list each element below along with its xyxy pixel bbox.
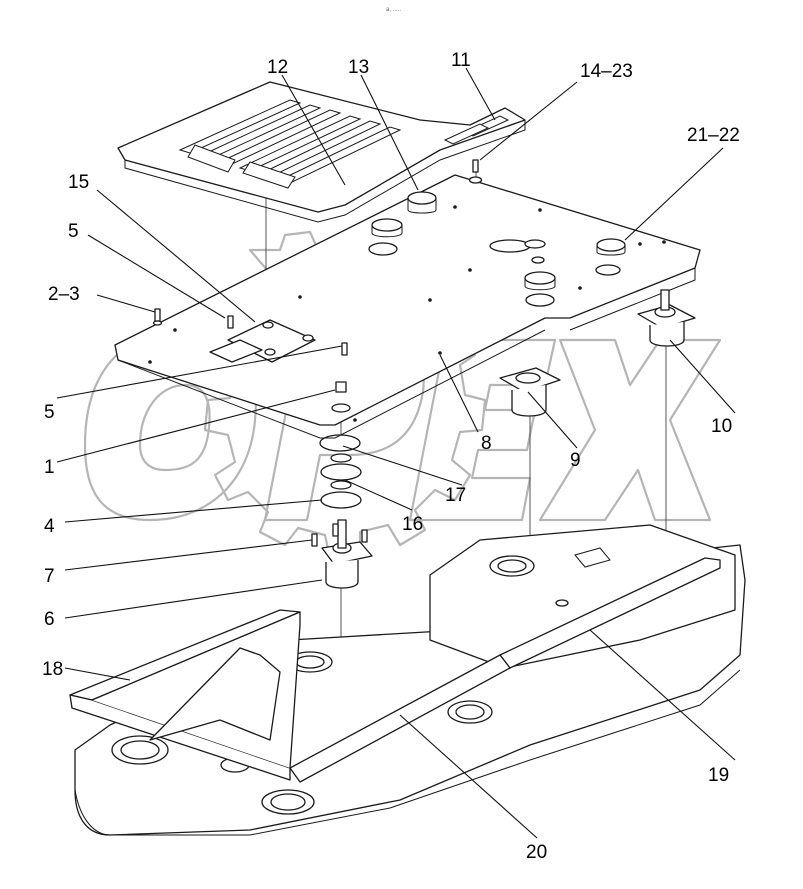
callout-9: 9 <box>570 450 581 471</box>
callout-5-lower: 5 <box>44 402 55 423</box>
callout-18: 18 <box>42 659 63 680</box>
callout-1: 1 <box>44 457 55 478</box>
ring-12 <box>371 218 403 232</box>
bolt-5a <box>227 315 234 329</box>
callout-11: 11 <box>451 50 471 71</box>
frame-rail-19 <box>289 557 721 783</box>
washer-17a <box>319 434 361 452</box>
callout-12: 12 <box>267 57 288 78</box>
bolt-14-23 <box>472 159 479 173</box>
header-mark: a, ..... <box>386 7 401 13</box>
callout-4: 4 <box>44 516 55 537</box>
rear-cover <box>429 524 736 669</box>
callout-5-upper: 5 <box>68 221 79 242</box>
washer-17b <box>320 463 362 481</box>
bolt-2-3 <box>154 308 161 322</box>
base-plate-8 <box>114 174 701 439</box>
washer-16 <box>330 480 352 490</box>
bolt-5b <box>341 342 348 356</box>
mount-9 <box>499 367 561 417</box>
bolt-7c <box>361 529 368 543</box>
callout-7: 7 <box>44 566 55 587</box>
callout-8: 8 <box>481 433 492 454</box>
callout-17: 17 <box>445 485 466 506</box>
frame-rail-18 <box>69 609 301 781</box>
bolt-7b <box>332 523 339 537</box>
callout-21-22: 21–22 <box>687 125 740 146</box>
callout-16: 16 <box>402 514 423 535</box>
bolt-7a <box>311 533 318 547</box>
ring-13 <box>407 191 437 205</box>
plate-bracket-15 <box>227 319 316 363</box>
callout-6: 6 <box>44 609 55 630</box>
callout-labels: 12 13 11 14–23 21–22 15 5 2–3 5 1 8 9 10… <box>42 50 740 863</box>
washer-4 <box>320 491 362 509</box>
plate-fasteners <box>152 308 351 413</box>
mount-10 <box>637 289 696 347</box>
callout-14-23: 14–23 <box>580 61 633 82</box>
top-tray-11 <box>117 81 526 223</box>
callout-19: 19 <box>708 765 729 786</box>
rings <box>371 159 626 291</box>
ring-21-22 <box>596 238 626 252</box>
leader-lines <box>56 67 736 839</box>
nut-1 <box>335 381 347 393</box>
mount-6 <box>311 519 373 589</box>
callout-10: 10 <box>711 416 732 437</box>
callout-2-3: 2–3 <box>48 284 80 305</box>
callout-20: 20 <box>526 842 547 863</box>
washer-stack <box>319 434 362 509</box>
callout-13: 13 <box>348 57 369 78</box>
callout-15: 15 <box>68 172 89 193</box>
